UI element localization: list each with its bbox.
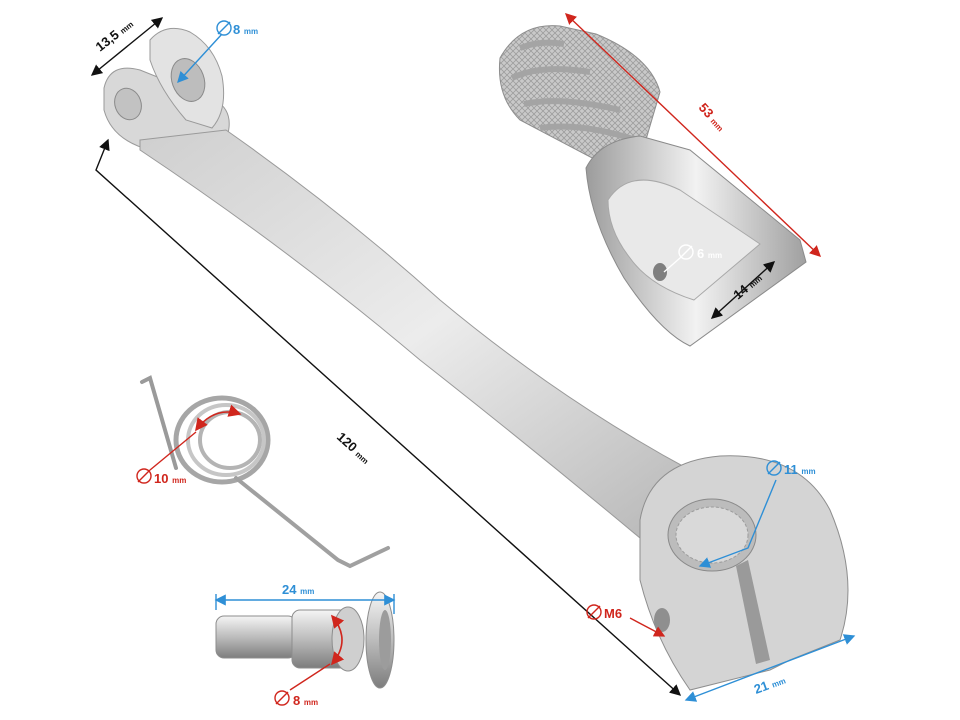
bottom-width-line (684, 634, 856, 702)
return-spring (140, 375, 390, 569)
shaft-hole-leader (698, 479, 777, 568)
pin-length-label: 24 mm (282, 582, 314, 597)
shaft-hole-diameter-icon (766, 460, 782, 476)
tip-hole-label: 6 mm (697, 246, 722, 261)
lever-top-width-label: 13,5 mm (93, 16, 136, 54)
lever-length-label: 120 mm (334, 429, 373, 467)
shift-lever (103, 27, 849, 691)
tip-length-line (564, 13, 822, 257)
knurled-tip (498, 25, 807, 347)
spring-diameter-label: 10 mm (154, 471, 186, 486)
pin-diameter-leader (289, 663, 331, 691)
tip-slot-line (710, 261, 776, 319)
spring-diameter-arrow (195, 404, 242, 432)
clamp-bolt-diameter-icon (586, 604, 602, 620)
top-hole-diameter-icon (216, 20, 232, 36)
lever-length-line (95, 138, 682, 696)
lever-top-width-line (90, 17, 164, 76)
tip-hole-leader (663, 257, 681, 273)
pin-diameter-icon (274, 690, 290, 706)
top-hole-leader (177, 33, 223, 84)
top-hole-label: 8 mm (233, 22, 258, 37)
pin-diameter-arrow (330, 614, 345, 666)
bottom-width-label: 21 mm (752, 672, 788, 697)
clamp-bolt-label: M6 (604, 606, 622, 621)
pin-diameter-label: 8 mm (293, 693, 318, 708)
tip-length-label: 53 mm (696, 100, 729, 134)
clamp-bolt-leader (629, 617, 666, 637)
spring-diameter-icon (136, 468, 152, 484)
pivot-pin (215, 591, 395, 689)
spring-diameter-leader (149, 431, 197, 471)
tip-hole-diameter-icon (678, 244, 694, 260)
shaft-hole-label: 11 mm (784, 462, 816, 477)
